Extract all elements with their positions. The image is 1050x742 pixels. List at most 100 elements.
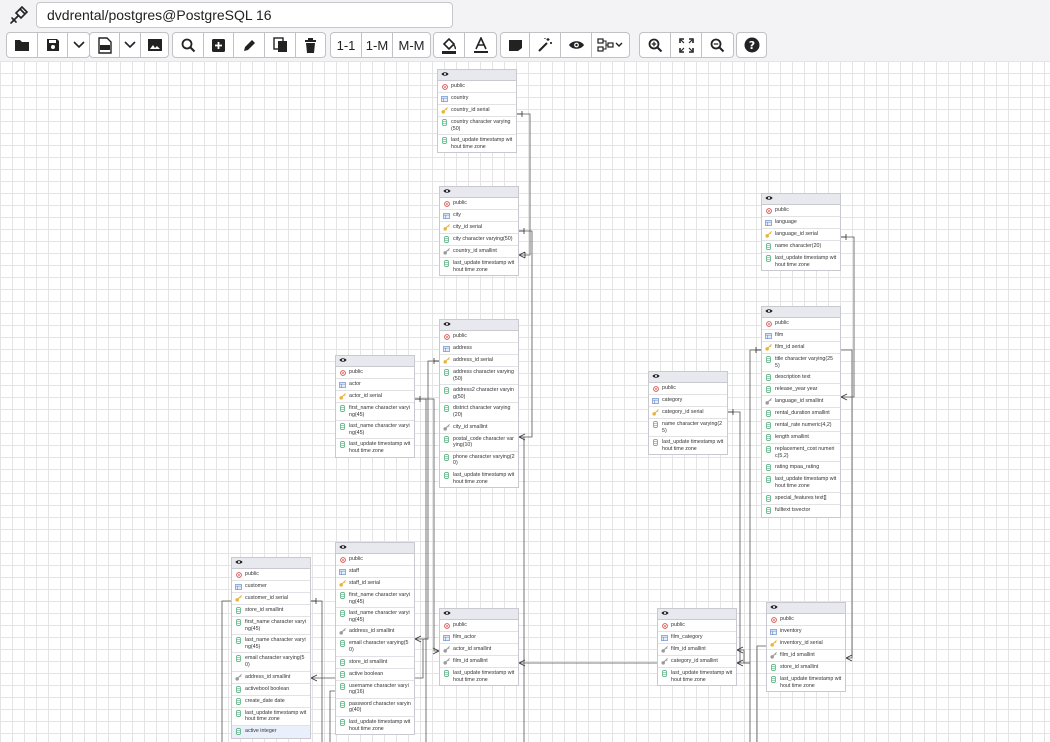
open-file-button[interactable] (7, 33, 38, 57)
column-row[interactable]: first_name character varying(45) (232, 617, 310, 636)
table-node-header[interactable] (438, 70, 516, 81)
table-node-header[interactable] (336, 356, 414, 367)
table-schema[interactable]: public (658, 620, 736, 632)
show-details-button[interactable] (561, 33, 592, 57)
column-row[interactable]: last_update timestamp without time zone (762, 474, 840, 493)
column-row[interactable]: postal_code character varying(10) (440, 434, 518, 452)
column-row[interactable]: film_id smallint (767, 650, 845, 662)
save-button[interactable] (38, 33, 68, 57)
table-schema[interactable]: public (336, 367, 414, 379)
column-row[interactable]: store_id smallint (767, 662, 845, 674)
sql-options-dropdown[interactable] (120, 33, 141, 57)
column-row[interactable]: staff_id serial (336, 578, 414, 590)
table-node-header[interactable] (440, 187, 518, 198)
column-row[interactable]: length smallint (762, 432, 840, 445)
table-name[interactable]: customer (232, 581, 310, 593)
many-to-many-button[interactable]: M-M (398, 37, 425, 53)
column-row[interactable]: last_update timestamp without time zone (232, 708, 310, 726)
edit-table-button[interactable] (234, 33, 265, 57)
column-row[interactable]: special_features text[] (762, 493, 840, 505)
column-row[interactable]: last_update timestamp without time zone (440, 258, 518, 275)
column-row[interactable]: activebool boolean (232, 684, 310, 696)
eye-icon[interactable] (770, 604, 778, 613)
column-row[interactable]: rental_rate numeric(4,2) (762, 420, 840, 433)
column-row[interactable]: rating mpaa_rating (762, 462, 840, 475)
column-row[interactable]: district character varying(20) (440, 403, 518, 422)
table-schema[interactable]: public (649, 383, 727, 395)
column-row[interactable]: name character varying(25) (649, 419, 727, 438)
column-row[interactable]: fulltext tsvector (762, 505, 840, 517)
eye-icon[interactable] (652, 373, 660, 382)
column-row[interactable]: replacement_cost numeric(5,2) (762, 444, 840, 463)
column-row[interactable]: last_update timestamp without time zone (440, 470, 518, 487)
eye-icon[interactable] (235, 559, 243, 568)
search-button[interactable] (173, 33, 204, 57)
eye-icon[interactable] (661, 610, 669, 619)
column-row[interactable]: active boolean (336, 669, 414, 681)
column-row[interactable]: first_name character varying(45) (336, 403, 414, 422)
table-node-header[interactable] (232, 558, 310, 569)
table-name[interactable]: category (649, 395, 727, 407)
column-row[interactable]: phone character varying(20) (440, 452, 518, 471)
column-row[interactable]: store_id smallint (336, 657, 414, 669)
column-row[interactable]: inventory_id serial (767, 638, 845, 650)
column-row[interactable]: last_update timestamp without time zone (767, 674, 845, 691)
eye-icon[interactable] (441, 71, 449, 80)
add-note-button[interactable] (501, 33, 530, 57)
column-row[interactable]: last_update timestamp without time zone (762, 253, 840, 270)
table-node-header[interactable] (762, 307, 840, 318)
table-node-header[interactable] (658, 609, 736, 620)
column-row[interactable]: create_date date (232, 696, 310, 708)
table-name[interactable]: language (762, 217, 840, 229)
table-schema[interactable]: public (232, 569, 310, 581)
column-row[interactable]: last_name character varying(45) (232, 635, 310, 654)
eye-icon[interactable] (339, 357, 347, 366)
table-schema[interactable]: public (336, 554, 414, 566)
eye-icon[interactable] (443, 321, 451, 330)
column-row[interactable]: city_id smallint (440, 422, 518, 434)
eye-icon[interactable] (443, 188, 451, 197)
column-row[interactable]: address_id serial (440, 355, 518, 367)
column-row[interactable]: last_update timestamp without time zone (438, 135, 516, 152)
column-row[interactable]: email character varying(50) (336, 638, 414, 657)
column-row[interactable]: city character varying(50) (440, 234, 518, 246)
eye-icon[interactable] (339, 544, 347, 553)
column-row[interactable]: film_id serial (762, 342, 840, 354)
table-name[interactable]: film_category (658, 632, 736, 644)
text-color-button[interactable] (465, 33, 496, 57)
auto-align-button[interactable] (530, 33, 561, 57)
column-row[interactable]: country_id smallint (440, 246, 518, 258)
zoom-in-button[interactable] (640, 33, 671, 57)
table-node-header[interactable] (336, 543, 414, 554)
table-schema[interactable]: public (440, 620, 518, 632)
help-button[interactable]: ? (737, 33, 766, 57)
table-schema[interactable]: public (438, 81, 516, 93)
column-row[interactable]: first_name character varying(45) (336, 590, 414, 609)
table-node-header[interactable] (440, 320, 518, 331)
column-row[interactable]: address_id smallint (336, 626, 414, 639)
column-row[interactable]: film_id smallint (658, 644, 736, 656)
column-row[interactable]: last_update timestamp without time zone (440, 668, 518, 685)
column-row[interactable]: address_id smallint (232, 672, 310, 684)
table-schema[interactable]: public (767, 614, 845, 626)
table-schema[interactable]: public (762, 205, 840, 217)
one-to-many-button[interactable]: 1-M (362, 33, 393, 57)
column-row[interactable]: category_id serial (649, 407, 727, 419)
table-name[interactable]: inventory (767, 626, 845, 638)
column-row[interactable]: category_id smallint (658, 656, 736, 668)
zoom-out-button[interactable] (702, 33, 733, 57)
column-row[interactable]: actor_id serial (336, 391, 414, 403)
column-row[interactable]: active integer (232, 725, 310, 738)
eye-icon[interactable] (765, 195, 773, 204)
table-name[interactable]: actor (336, 379, 414, 391)
table-name[interactable]: country (438, 93, 516, 105)
generate-sql-button[interactable] (90, 33, 120, 57)
